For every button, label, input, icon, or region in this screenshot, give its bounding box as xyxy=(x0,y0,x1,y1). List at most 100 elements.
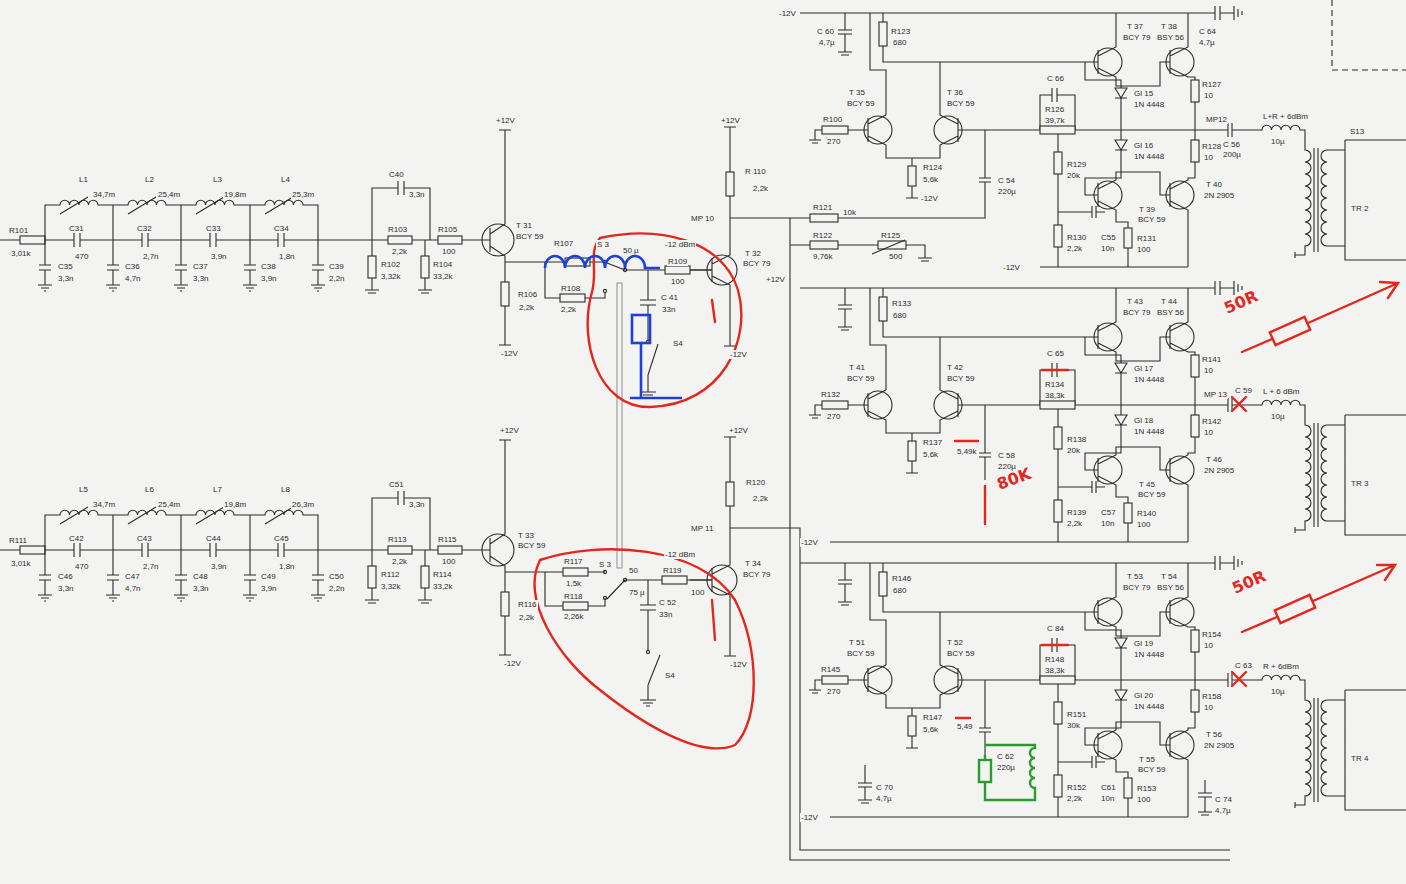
part-reference: R122 xyxy=(812,231,833,240)
part-reference: C37 xyxy=(192,262,209,271)
part-reference: L4 xyxy=(280,175,291,184)
part-reference: R116 xyxy=(517,600,538,609)
component-value: 10k xyxy=(842,208,857,217)
component-value: 100 xyxy=(690,588,705,597)
component-value: 10n xyxy=(1100,244,1115,253)
part-reference: Gl 17 xyxy=(1133,364,1154,373)
supply-rail-label: +12V xyxy=(499,426,520,435)
part-reference: R115 xyxy=(437,535,458,544)
component-value: 26,3m xyxy=(291,500,315,509)
component-value: 3,32k xyxy=(380,272,402,281)
component-value: 33,2k xyxy=(432,272,454,281)
part-reference: L7 xyxy=(212,485,223,494)
component-value: 10 xyxy=(1203,366,1214,375)
part-reference: R 110 xyxy=(744,167,767,176)
part-reference: R108 xyxy=(560,284,581,293)
component-value: 2N 2905 xyxy=(1203,466,1235,475)
supply-rail-label: -12V xyxy=(920,194,939,203)
part-reference: R138 xyxy=(1066,435,1087,444)
part-reference: R104 xyxy=(432,260,453,269)
part-reference: R107 xyxy=(553,239,574,248)
part-reference: R137 xyxy=(922,438,943,447)
part-reference: C 70 xyxy=(875,783,894,792)
part-reference: R109 xyxy=(667,257,688,266)
component-value: 34,7m xyxy=(92,500,116,509)
component-value: 10µ xyxy=(1270,137,1286,146)
part-reference: S4 xyxy=(672,339,684,348)
part-reference: C 58 xyxy=(997,451,1016,460)
part-reference: C51 xyxy=(388,480,405,489)
component-value: 2,2k xyxy=(1066,244,1083,253)
component-value: 2,7n xyxy=(142,252,160,261)
part-reference: R103 xyxy=(387,225,408,234)
supply-rail-label: -12V xyxy=(778,9,797,18)
component-value: 38,3k xyxy=(1044,391,1066,400)
component-value: 10 xyxy=(1203,641,1214,650)
component-value: L + 6 dBm xyxy=(1262,387,1300,396)
component-value: 270 xyxy=(826,412,841,421)
part-reference: C50 xyxy=(328,572,345,581)
component-value: 3,3n xyxy=(57,584,75,593)
component-value: 25,4m xyxy=(157,190,181,199)
component-value: 4,7µ xyxy=(875,794,893,803)
component-value: 38,3k xyxy=(1044,666,1066,675)
part-reference: R123 xyxy=(890,27,911,36)
part-reference: C33 xyxy=(205,224,222,233)
part-reference: R114 xyxy=(432,570,453,579)
part-reference: C 52 xyxy=(658,598,677,607)
component-value: 100 xyxy=(441,247,456,256)
component-value: 100 xyxy=(1136,795,1151,804)
part-reference: R117 xyxy=(563,557,584,566)
part-reference: C55 xyxy=(1100,233,1117,242)
part-reference: R125 xyxy=(880,231,901,240)
part-reference: R106 xyxy=(517,290,538,299)
component-value: 3,01k xyxy=(10,559,32,568)
part-reference: C45 xyxy=(273,534,290,543)
component-value: 10 xyxy=(1203,91,1214,100)
part-reference: R127 xyxy=(1201,80,1222,89)
part-reference: L1 xyxy=(78,175,89,184)
component-value: 2,2k xyxy=(391,557,408,566)
part-reference: R131 xyxy=(1136,234,1157,243)
part-reference: R134 xyxy=(1044,380,1065,389)
component-value: 19,8m xyxy=(223,500,247,509)
component-value: 50 xyxy=(628,566,639,575)
part-reference: R146 xyxy=(891,574,912,583)
part-reference: R145 xyxy=(820,665,841,674)
part-reference: L3 xyxy=(212,175,223,184)
part-reference: R140 xyxy=(1136,509,1157,518)
component-value: BCY 59 xyxy=(846,374,875,383)
component-value: 270 xyxy=(826,687,841,696)
part-reference: C47 xyxy=(124,572,141,581)
part-reference: TR 3 xyxy=(1350,479,1369,488)
part-reference: C 65 xyxy=(1046,349,1065,358)
part-reference: R130 xyxy=(1066,233,1087,242)
component-value: 500 xyxy=(888,252,903,261)
part-reference: C 59 xyxy=(1234,386,1253,395)
part-reference: R153 xyxy=(1136,784,1157,793)
component-value: 220µ xyxy=(996,763,1016,772)
part-reference: R154 xyxy=(1201,630,1222,639)
component-value: BCY 79 xyxy=(742,259,771,268)
component-value: -12 dBm xyxy=(664,550,696,559)
component-value: 680 xyxy=(892,38,907,47)
component-value: 3,3n xyxy=(192,274,210,283)
part-reference: R133 xyxy=(891,299,912,308)
part-reference: T 51 xyxy=(848,638,866,647)
component-value: 100 xyxy=(1136,520,1151,529)
component-value: 3,3n xyxy=(408,190,426,199)
component-value: BCY 79 xyxy=(1122,33,1151,42)
component-value: 3,01k xyxy=(10,249,32,258)
component-value: BCY 79 xyxy=(1122,308,1151,317)
component-value: BCY 59 xyxy=(1137,490,1166,499)
part-reference: C36 xyxy=(124,262,141,271)
supply-rail-label: +12V xyxy=(728,426,749,435)
part-reference: C 74 xyxy=(1214,795,1233,804)
component-value: 3,9n xyxy=(260,274,278,283)
component-value: 10µ xyxy=(1270,687,1286,696)
part-reference: R128 xyxy=(1201,142,1222,151)
component-value: 1N 4448 xyxy=(1133,375,1165,384)
part-reference: C 54 xyxy=(997,176,1016,185)
part-reference: T 33 xyxy=(517,531,535,540)
